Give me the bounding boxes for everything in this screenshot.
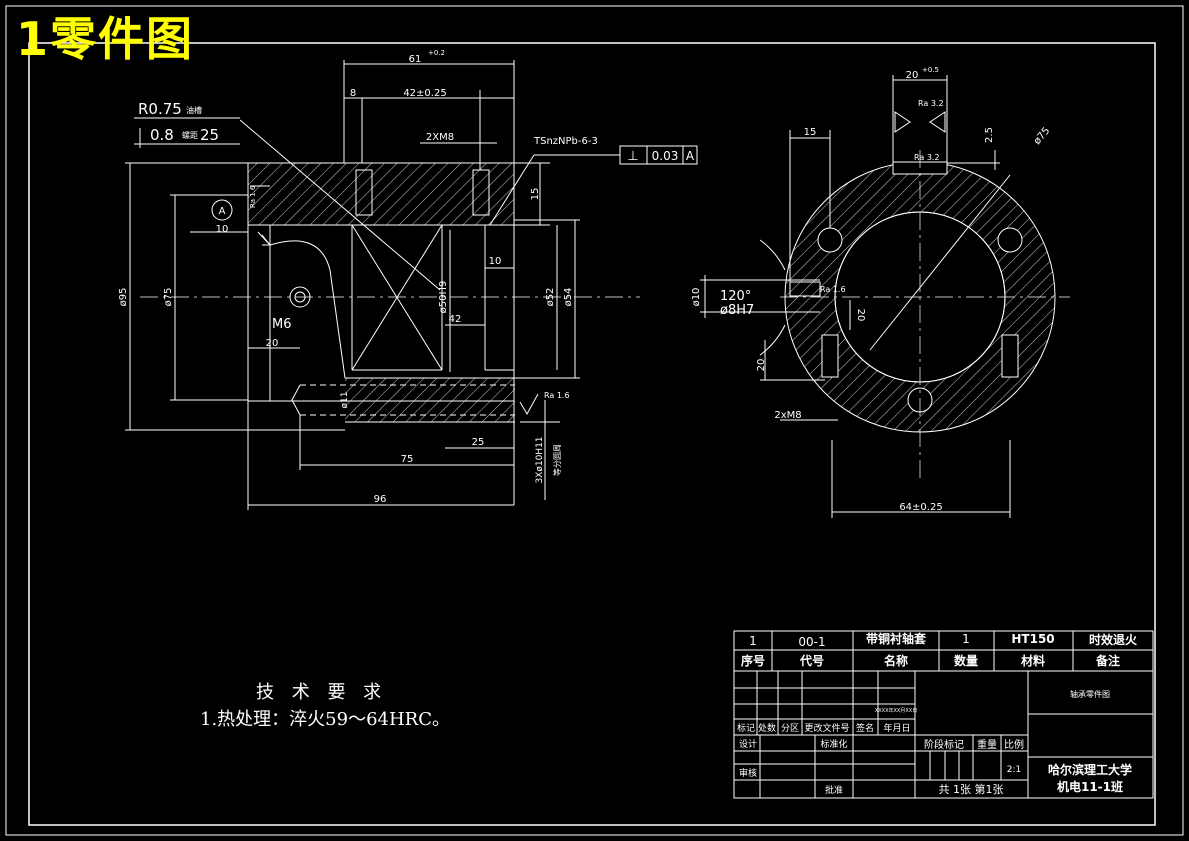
- tolerance-symbol: ⊥: [627, 149, 638, 164]
- dim-offset-8: 8: [350, 88, 356, 99]
- tb-r2-c4: 数量: [954, 653, 978, 668]
- tb-sign-6: 年月日: [883, 722, 910, 734]
- rough-16-a: Ra 1.6: [249, 185, 257, 208]
- groove-radius: R0.75: [138, 100, 182, 118]
- tb-design: 设计: [739, 738, 757, 750]
- dia-52: ø52: [545, 288, 556, 307]
- dim-top-width: 61: [409, 54, 422, 65]
- rv-angle: 120°: [720, 289, 751, 304]
- tolerance-value: 0.03: [652, 149, 679, 163]
- rv-dia-75: ø75: [1032, 125, 1053, 147]
- len-96: 96: [374, 494, 387, 505]
- tb-scale-value: 2:1: [1007, 765, 1021, 775]
- drawing-title: 1零件图: [16, 12, 195, 66]
- groove-radius-note: 油槽: [186, 105, 202, 115]
- rv-dim-64: 64±0.25: [899, 502, 942, 513]
- dim-10-a: 10: [216, 224, 229, 235]
- tb-r2-c6: 备注: [1095, 653, 1120, 668]
- tb-r2-c3: 名称: [884, 653, 908, 668]
- tb-r1-c1: 1: [749, 634, 757, 648]
- dia-75: ø75: [163, 288, 174, 307]
- inner-frame: [28, 42, 1156, 826]
- len-25: 25: [472, 437, 485, 448]
- tb-r1-c5: HT150: [1011, 632, 1054, 646]
- tb-r1-c2: 00-1: [798, 635, 825, 649]
- groove-pitch: 25: [200, 126, 219, 144]
- outer-frame: [5, 5, 1184, 836]
- flange-hatch: [248, 163, 514, 225]
- rv-dia-10: ø10: [691, 288, 702, 307]
- tb-r1-c3: 带铜衬轴套: [866, 631, 927, 646]
- dia-95: ø95: [118, 288, 129, 307]
- tb-weight: 重量: [977, 738, 997, 751]
- datum-a-label: A: [219, 206, 226, 217]
- dim-top-width-tol: +0.2: [428, 49, 445, 57]
- tb-stage: 阶段标记: [924, 738, 964, 751]
- tb-approve: 批准: [825, 784, 843, 796]
- rv-rough-32-b: Ra 3.2: [914, 153, 940, 162]
- holes-10-note: 等分圆周: [552, 444, 562, 476]
- tb-drawing-name: 轴承零件图: [1070, 689, 1110, 699]
- dia-54: ø54: [563, 288, 574, 307]
- left-section-view: [125, 60, 698, 510]
- dim-15: 15: [530, 188, 541, 201]
- tb-r1-c4: 1: [962, 632, 970, 646]
- right-front-view: [700, 75, 1070, 518]
- rv-top-width: 20: [906, 70, 919, 81]
- tb-sign-3: 分区: [781, 723, 799, 734]
- dim-holes-m8: 2XM8: [426, 132, 454, 143]
- tech-req-heading: 技 术 要 求: [256, 682, 388, 703]
- rv-holes: 2xM8: [774, 410, 801, 421]
- rv-rough-32-a: Ra 3.2: [918, 99, 944, 108]
- len-42: 42: [449, 314, 462, 325]
- thread-m6: M6: [272, 317, 292, 332]
- dim-hole-spacing: 42±0.25: [403, 88, 446, 99]
- tb-review: 审核: [739, 767, 757, 779]
- tolerance-datum: A: [686, 149, 695, 163]
- rv-dim-20: 20: [855, 309, 866, 322]
- tb-scale: 比例: [1004, 738, 1024, 751]
- len-75: 75: [401, 454, 414, 465]
- tolerance-label: TSnzNPb-6-3: [533, 136, 598, 147]
- tb-small-note: XXXX年XX月XX日: [875, 707, 917, 714]
- tb-sign-2: 处数: [758, 722, 776, 734]
- tb-sign-4: 更改文件号: [804, 722, 849, 734]
- tb-school: 哈尔滨理工大学: [1048, 762, 1132, 777]
- tb-class: 机电11-1班: [1057, 779, 1123, 794]
- rv-dim-25: 2.5: [984, 127, 995, 143]
- len-20: 20: [266, 338, 279, 349]
- rv-dim-15: 15: [804, 127, 817, 138]
- tb-standard: 标准化: [820, 738, 847, 750]
- rough-16-b: Ra 1.6: [544, 391, 570, 400]
- tb-r2-c1: 序号: [741, 653, 765, 668]
- title-block: [733, 630, 1154, 799]
- tb-sign-1: 标记: [737, 722, 755, 734]
- tb-sign-5: 签名: [856, 722, 874, 734]
- tb-r2-c2: 代号: [799, 653, 824, 668]
- dia-11: ø11: [340, 392, 350, 409]
- dim-10-b: 10: [489, 256, 502, 267]
- tb-r2-c5: 材料: [1020, 653, 1045, 668]
- rv-rough-16: Ra 1.6: [820, 285, 846, 294]
- tech-req-item: 1.热处理：淬火59～64HRC。: [200, 709, 451, 730]
- rv-dim-20-b: 20: [756, 359, 767, 372]
- rv-dia-8: ø8H7: [720, 303, 754, 318]
- rv-top-width-tol: +0.5: [922, 66, 939, 74]
- groove-depth: 0.8: [150, 126, 174, 144]
- tb-sheets: 共 1张 第1张: [939, 782, 1004, 796]
- groove-depth-note: 螺距: [182, 130, 198, 140]
- holes-10: 3Xø10H11: [535, 436, 545, 483]
- tb-r1-c6: 时效退火: [1089, 632, 1138, 647]
- dia-50: ø50H9: [438, 281, 449, 314]
